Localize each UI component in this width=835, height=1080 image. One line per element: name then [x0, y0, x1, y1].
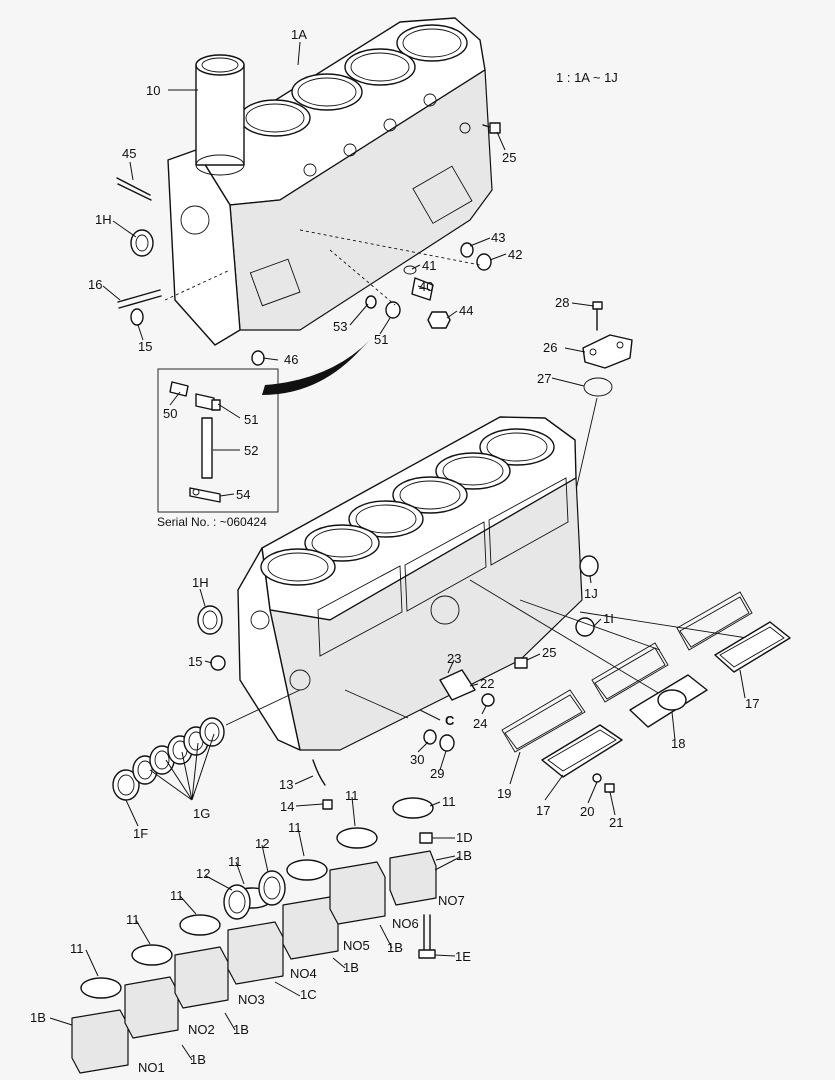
callout-42: 42 [508, 247, 522, 262]
callout-40: 40 [419, 279, 433, 294]
callout-11-c: 11 [170, 888, 184, 903]
callout-16: 16 [88, 277, 102, 292]
callout-22: 22 [480, 676, 494, 691]
label-no1: NO1 [138, 1060, 165, 1075]
callout-1b-b: 1B [387, 940, 403, 955]
upper-block-fittings [116, 122, 501, 366]
callout-45: 45 [122, 146, 136, 161]
side-covers-and-gaskets [501, 591, 791, 793]
callout-12-b: 12 [255, 836, 269, 851]
callout-15-mid: 15 [188, 654, 202, 669]
callout-1b-a: 1B [456, 848, 472, 863]
callout-11-e: 11 [288, 820, 302, 835]
callout-19: 19 [497, 786, 511, 801]
cover-plate-assembly [559, 301, 633, 561]
callout-1a: 1A [291, 27, 307, 42]
inset-detail-box [157, 368, 279, 513]
callout-1j: 1J [584, 586, 598, 601]
callout-1b-d: 1B [233, 1022, 249, 1037]
callout-17-right: 17 [745, 696, 759, 711]
callout-27: 27 [537, 371, 551, 386]
callout-28: 28 [555, 295, 569, 310]
callout-46: 46 [284, 352, 298, 367]
cam-bushings [112, 689, 301, 801]
callout-1c: 1C [300, 987, 317, 1002]
callout-10: 10 [146, 83, 160, 98]
callout-11-g: 11 [442, 794, 456, 809]
detail-arrow [262, 340, 370, 395]
callout-25-top: 25 [502, 150, 516, 165]
callout-43: 43 [491, 230, 505, 245]
callout-15-top: 15 [138, 339, 152, 354]
scale-note: 1 : 1A ~ 1J [556, 70, 618, 85]
callout-51-inset: 51 [244, 412, 258, 427]
callout-1g: 1G [193, 806, 210, 821]
callout-18: 18 [671, 736, 685, 751]
callout-52: 52 [244, 443, 258, 458]
callout-54: 54 [236, 487, 250, 502]
callout-25-mid: 25 [542, 645, 556, 660]
callout-11-a: 11 [70, 941, 84, 956]
callout-29: 29 [430, 766, 444, 781]
callout-1e: 1E [455, 949, 471, 964]
leader-lines [49, 41, 746, 1061]
callout-11-f: 11 [345, 788, 359, 803]
callout-30: 30 [410, 752, 424, 767]
callout-1h-mid: 1H [192, 575, 209, 590]
callout-20: 20 [580, 804, 594, 819]
callout-labels: 1 : 1A ~ 1J Serial No. : ~060424 1A 10 4… [30, 27, 759, 1075]
label-no2: NO2 [188, 1022, 215, 1037]
cylinder-liner [195, 54, 245, 176]
callout-1i: 1I [603, 611, 614, 626]
callout-50: 50 [163, 406, 177, 421]
label-no4: NO4 [290, 966, 317, 981]
lower-cylinder-block [237, 416, 583, 751]
callout-1f: 1F [133, 826, 148, 841]
callout-c: C [445, 713, 455, 728]
callout-51-top: 51 [374, 332, 388, 347]
callout-1b-c: 1B [343, 960, 359, 975]
label-no7: NO7 [438, 893, 465, 908]
callout-1d: 1D [456, 830, 473, 845]
label-no5: NO5 [343, 938, 370, 953]
callout-11-b: 11 [126, 912, 140, 927]
callout-24: 24 [473, 716, 487, 731]
main-bearing-caps [71, 797, 437, 1074]
callout-11-d: 11 [228, 854, 242, 869]
callout-1b-e: 1B [190, 1052, 206, 1067]
label-no3: NO3 [238, 992, 265, 1007]
callout-1b-f: 1B [30, 1010, 46, 1025]
callout-1h-top: 1H [95, 212, 112, 227]
callout-14: 14 [280, 799, 294, 814]
callout-17-left: 17 [536, 803, 550, 818]
callout-53: 53 [333, 319, 347, 334]
callout-12-a: 12 [196, 866, 210, 881]
callout-41: 41 [422, 258, 436, 273]
lower-block-fittings [197, 555, 761, 810]
upper-cylinder-block [167, 17, 493, 346]
callout-44: 44 [459, 303, 473, 318]
callout-23: 23 [447, 651, 461, 666]
serial-note: Serial No. : ~060424 [157, 515, 267, 529]
label-no6: NO6 [392, 916, 419, 931]
callout-21: 21 [609, 815, 623, 830]
callout-13: 13 [279, 777, 293, 792]
callout-26: 26 [543, 340, 557, 355]
